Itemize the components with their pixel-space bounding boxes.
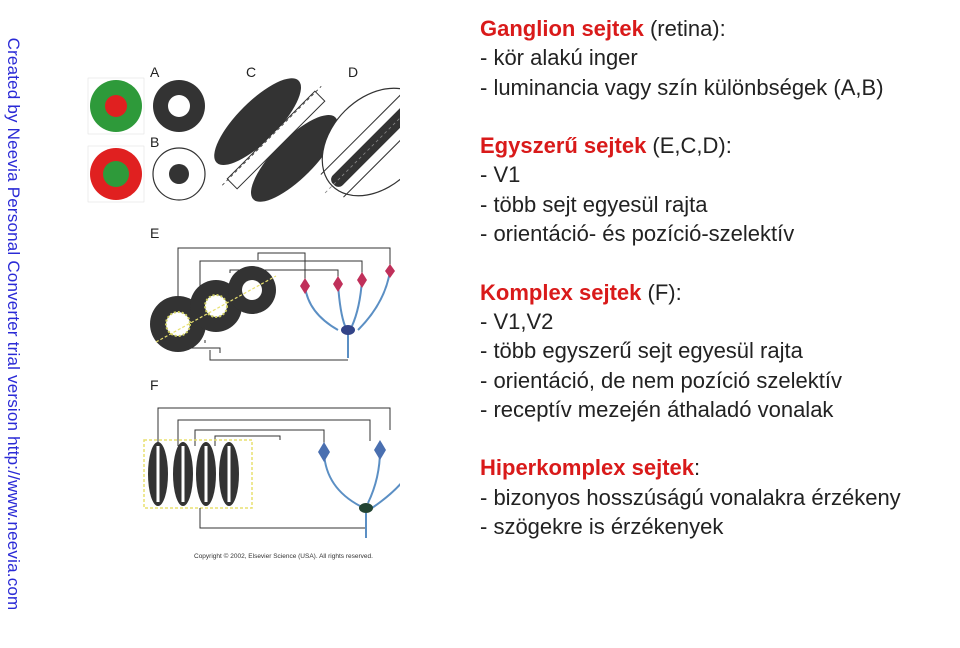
complex-title: Komplex sejtek xyxy=(480,279,642,305)
simple-line: - V1 xyxy=(480,162,521,188)
ganglion-color-on-center xyxy=(87,77,145,135)
hyper-line: - bizonyos hosszúságú vonalakra érzékeny xyxy=(480,484,901,510)
label-c: C xyxy=(246,64,256,80)
watermark: Created by Neevia Personal Converter tri… xyxy=(0,0,26,648)
label-b: B xyxy=(150,134,159,150)
hyper-section: Hiperkomplex sejtek: - bizonyos hosszúsá… xyxy=(480,453,958,541)
complex-line: - több egyszerű sejt egyesül rajta xyxy=(480,338,803,364)
ganglion-luminance-light-surround xyxy=(152,147,206,201)
receptive-field-figure: A C D B E F xyxy=(87,64,400,560)
text-content: Ganglion sejtek (retina): - kör alakú in… xyxy=(480,14,958,571)
label-a: A xyxy=(150,64,160,80)
simple-line: - orientáció- és pozíció-szelektív xyxy=(480,221,795,247)
ganglion-section: Ganglion sejtek (retina): - kör alakú in… xyxy=(480,14,958,102)
simple-cell-circuit-e xyxy=(150,247,395,361)
watermark-text: Created by Neevia Personal Converter tri… xyxy=(4,37,23,611)
label-d: D xyxy=(348,64,358,80)
complex-section: Komplex sejtek (F): - V1,V2 - több egysz… xyxy=(480,278,958,424)
hyper-title: Hiperkomplex sejtek xyxy=(480,455,694,481)
ganglion-luminance-dark-surround xyxy=(153,80,205,132)
watermark-link[interactable]: http://www.neevia.com xyxy=(4,436,23,611)
label-f: F xyxy=(150,377,159,393)
figure-copyright: Copyright © 2002, Elsevier Science (USA)… xyxy=(194,552,373,560)
simple-section: Egyszerű sejtek (E,C,D): - V1 - több sej… xyxy=(480,131,958,248)
simple-title: Egyszerű sejtek xyxy=(480,133,647,159)
complex-line: - orientáció, de nem pozíció szelektív xyxy=(480,367,842,393)
ganglion-title: Ganglion sejtek xyxy=(480,16,644,41)
simple-line: - több sejt egyesül rajta xyxy=(480,191,708,217)
ganglion-line: - kör alakú inger xyxy=(480,45,638,71)
complex-line: - receptív mezején áthaladó vonalak xyxy=(480,396,834,422)
hyper-line: - szögekre is érzékenyek xyxy=(480,514,724,540)
complex-cell-circuit-f xyxy=(143,407,400,538)
simple-cell-field-d xyxy=(320,86,400,198)
ganglion-color-off-center xyxy=(87,145,145,203)
complex-line: - V1,V2 xyxy=(480,308,554,334)
label-e: E xyxy=(150,225,159,241)
ganglion-line: - luminancia vagy szín különbségek (A,B) xyxy=(480,74,884,100)
simple-cell-field-c xyxy=(214,78,338,202)
